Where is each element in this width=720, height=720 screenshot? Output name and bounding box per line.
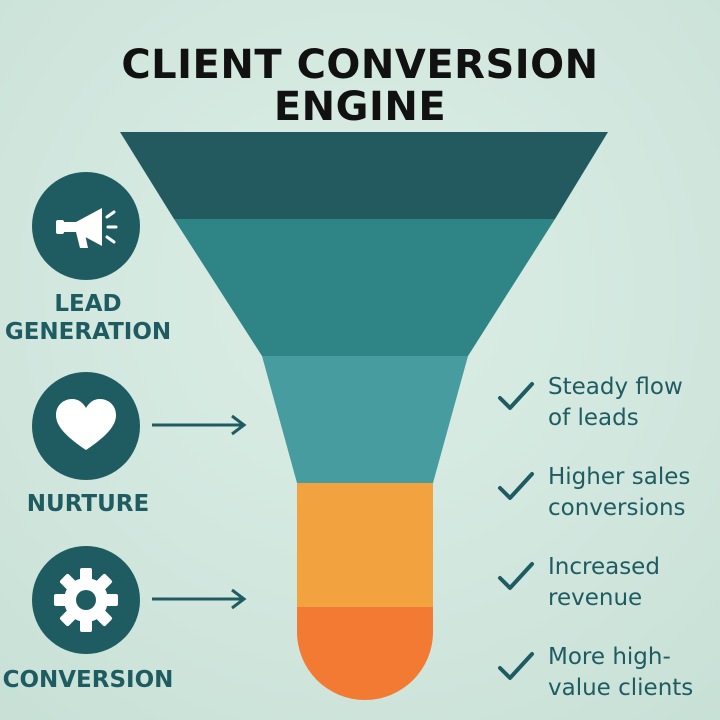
benefit-text: Increased revenue (548, 552, 718, 614)
nurture-icon-circle (32, 372, 140, 480)
benefit-text: Steady flow of leads (548, 372, 718, 434)
funnel-band-top (120, 132, 608, 219)
checkmark-icon (498, 562, 534, 590)
benefit-higher-sales: Higher sales conversions (496, 462, 720, 528)
benefit-line-2: of leads (548, 405, 639, 431)
benefit-line-1: More high- (548, 644, 671, 670)
benefit-high-value-clients: More high- value clients (496, 642, 720, 708)
stage-label-lead-generation-line-2: GENERATION (4, 319, 172, 345)
stage-label-nurture: NURTURE (0, 490, 176, 518)
gear-icon (54, 568, 118, 632)
benefit-line-1: Steady flow (548, 374, 683, 400)
conversion-icon-circle (32, 546, 140, 654)
megaphone-icon (56, 208, 118, 248)
title-line-2: ENGINE (273, 84, 447, 130)
page-title: CLIENT CONVERSION ENGINE (0, 44, 720, 128)
heart-icon (56, 399, 116, 450)
stage-label-lead-generation-line-1: LEAD (54, 291, 122, 317)
benefit-line-1: Higher sales (548, 464, 691, 490)
checkmark-icon (498, 472, 534, 500)
funnel-tube-bottom (297, 607, 433, 700)
stage-label-conversion: CONVERSION (0, 666, 176, 694)
funnel-band-lower (262, 356, 468, 483)
benefit-increased-revenue: Increased revenue (496, 552, 720, 618)
title-line-1: CLIENT CONVERSION (121, 42, 599, 88)
funnel-tube-orange (297, 483, 433, 607)
funnel-band-middle (174, 219, 555, 356)
checkmark-icon (498, 382, 534, 410)
benefit-line-1: Increased (548, 554, 660, 580)
benefit-text: More high- value clients (548, 642, 718, 704)
arrow-right-icon (152, 588, 247, 610)
benefit-line-2: revenue (548, 585, 643, 611)
stage-label-lead-generation: LEAD GENERATION (0, 290, 176, 346)
benefit-line-2: conversions (548, 495, 686, 521)
stage-label-nurture-line-1: NURTURE (26, 491, 150, 517)
benefit-text: Higher sales conversions (548, 462, 718, 524)
checkmark-icon (498, 652, 534, 680)
benefit-steady-flow: Steady flow of leads (496, 372, 720, 438)
lead-generation-icon-circle (32, 172, 140, 280)
benefit-line-2: value clients (548, 675, 694, 701)
stage-label-conversion-line-1: CONVERSION (2, 667, 174, 693)
arrow-right-icon (152, 414, 247, 436)
